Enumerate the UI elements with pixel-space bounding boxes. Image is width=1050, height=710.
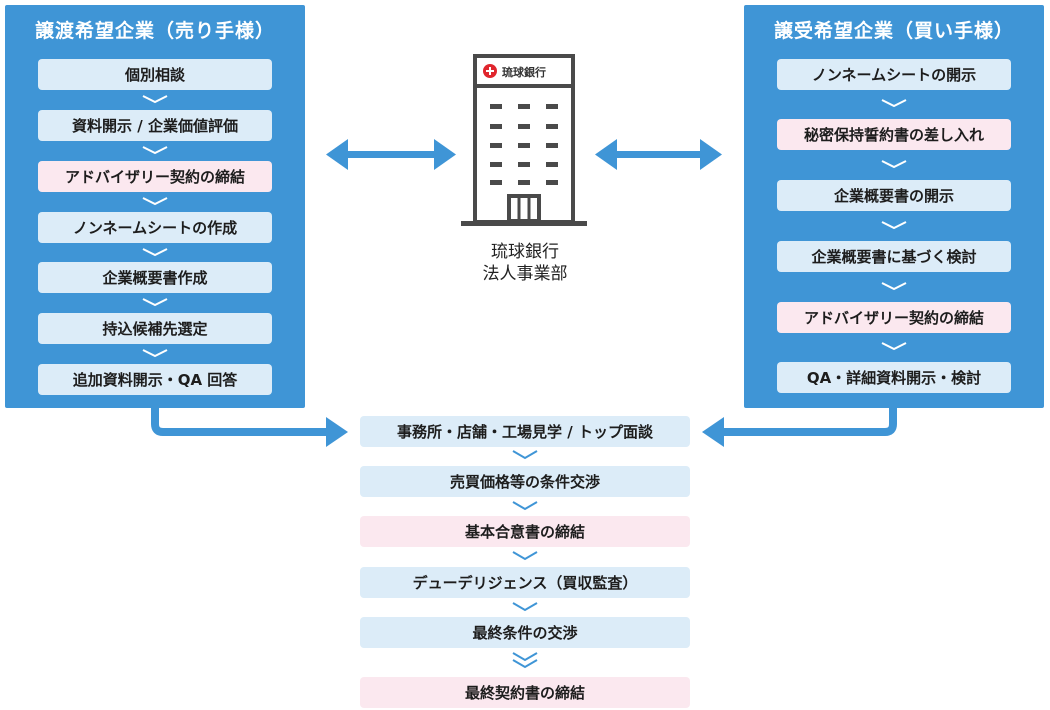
buyer-panel: 譲受希望企業（買い手様） ノンネームシートの開示 秘密保持誓約書の差し入れ 企業… (744, 5, 1044, 408)
seller-step-5: 企業概要書作成 (38, 262, 272, 293)
buyer-step-4: 企業概要書に基づく検討 (777, 241, 1011, 272)
chevron-down-icon (880, 220, 908, 230)
chevron-down-icon (141, 297, 169, 307)
chevron-down-icon (141, 348, 169, 358)
chevron-down-icon (880, 159, 908, 169)
chevron-down-icon (512, 602, 538, 612)
joint-step-4: デューデリジェンス（買収監査） (360, 567, 690, 598)
seller-step-7: 追加資料開示・QA 回答 (38, 364, 272, 395)
double-arrow-icon (326, 139, 456, 170)
chevron-down-icon (880, 341, 908, 351)
joint-step-1: 事務所・店舗・工場見学 / トップ面談 (360, 416, 690, 447)
seller-panel-title: 譲渡希望企業（売り手様） (34, 20, 275, 42)
seller-step-1: 個別相談 (38, 59, 272, 90)
double-arrow-icon (595, 139, 722, 170)
joint-chevrons (512, 450, 538, 669)
bank-building-icon (461, 54, 587, 226)
joint-step-2: 売買価格等の条件交渉 (360, 466, 690, 497)
buyer-step-3: 企業概要書の開示 (777, 180, 1011, 211)
joint-step-3: 基本合意書の締結 (360, 516, 690, 547)
bank-name: 琉球銀行 (491, 242, 559, 262)
buyer-step-2: 秘密保持誓約書の差し入れ (777, 119, 1011, 150)
chevron-down-icon (512, 652, 538, 662)
seller-step-4: ノンネームシートの作成 (38, 212, 272, 243)
seller-step-3: アドバイザリー契約の締結 (38, 161, 272, 192)
joint-step-6: 最終契約書の締結 (360, 677, 690, 708)
seller-connector-arrow (151, 408, 348, 447)
chevron-down-icon (880, 98, 908, 108)
seller-panel: 譲渡希望企業（売り手様） 個別相談 資料開示 / 企業価値評価 アドバイザリー契… (5, 5, 305, 408)
chevron-down-icon (512, 551, 538, 561)
buyer-step-5: アドバイザリー契約の締結 (777, 302, 1011, 333)
seller-step-6: 持込候補先選定 (38, 313, 272, 344)
chevron-down-icon (512, 501, 538, 511)
chevron-down-icon (880, 281, 908, 291)
chevron-down-icon (141, 196, 169, 206)
buyer-panel-title: 譲受希望企業（買い手様） (773, 20, 1014, 42)
chevron-down-icon (141, 247, 169, 257)
buyer-step-1: ノンネームシートの開示 (777, 59, 1011, 90)
chevron-down-icon (512, 450, 538, 460)
buyer-connector-arrow (702, 408, 897, 447)
chevron-down-icon (141, 94, 169, 104)
bank-sign-text: 琉球銀行 (502, 65, 546, 79)
chevron-down-icon (512, 659, 538, 669)
bank-department: 法人事業部 (482, 264, 568, 284)
seller-step-2: 資料開示 / 企業価値評価 (38, 110, 272, 141)
buyer-step-6: QA・詳細資料開示・検討 (777, 362, 1011, 393)
joint-step-5: 最終条件の交渉 (360, 617, 690, 648)
chevron-down-icon (141, 145, 169, 155)
